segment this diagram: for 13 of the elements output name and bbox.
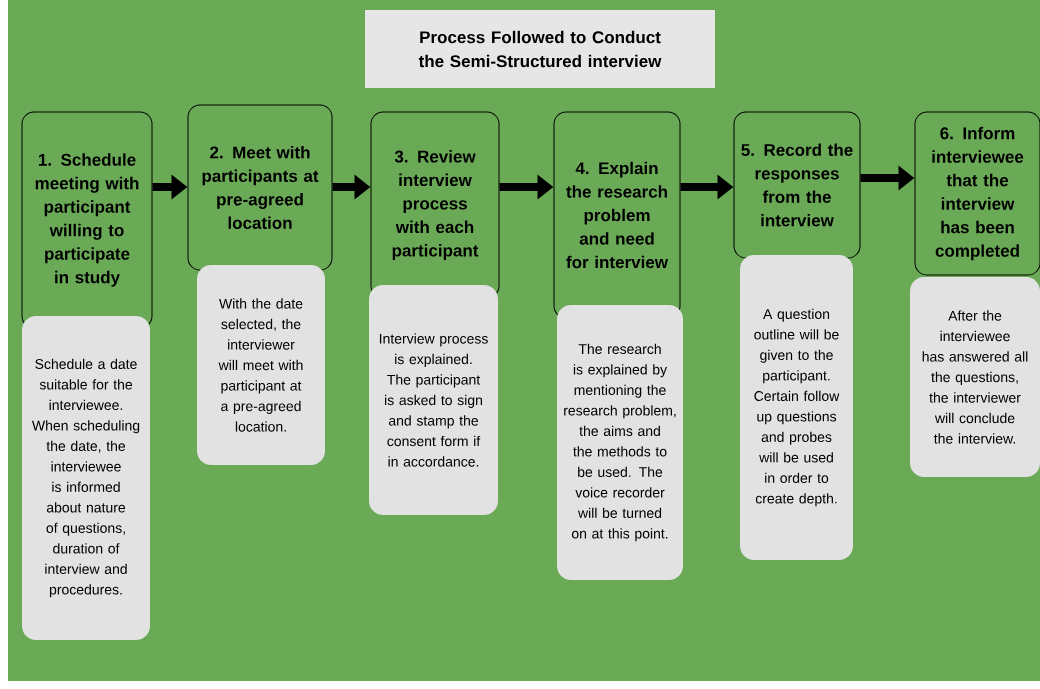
step-box: 6. Inform interviewee that the interview has been completed — [914, 111, 1040, 276]
description-box: After the interviewee has answered all the questions, the interviewer will conclude the interview. — [910, 277, 1040, 477]
step-box: 3. Review interview process with each participant — [370, 111, 500, 299]
description-box: With the date selected, the interviewer will meet with participant at a pre-agreed location. — [197, 265, 325, 465]
description-box: The research is explained by mentioning the research problem, the aims and the methods to be used. The voice recorder will be turned on at this point. — [557, 305, 683, 580]
title-box: Process Followed to Conduct the Semi-Structured interview — [365, 10, 715, 88]
description-box: A question outline will be given to the participant. Certain follow up questions and probes will be used in order to create depth. — [740, 255, 853, 560]
step-box: 1. Schedule meeting with participant willing to participate in study — [21, 111, 153, 329]
description-box: Interview process is explained. The participant is asked to sign and stamp the consent form if in accordance. — [369, 285, 498, 515]
description-box: Schedule a date suitable for the interviewee. When scheduling the date, the interviewee is informed about nature of questions, duration of interview and procedures. — [22, 316, 150, 640]
step-box: 2. Meet with participants at pre-agreed location — [187, 104, 333, 271]
step-box: 4. Explain the research problem and need for interview — [553, 111, 681, 319]
step-box: 5. Record the responses from the interview — [733, 111, 861, 259]
